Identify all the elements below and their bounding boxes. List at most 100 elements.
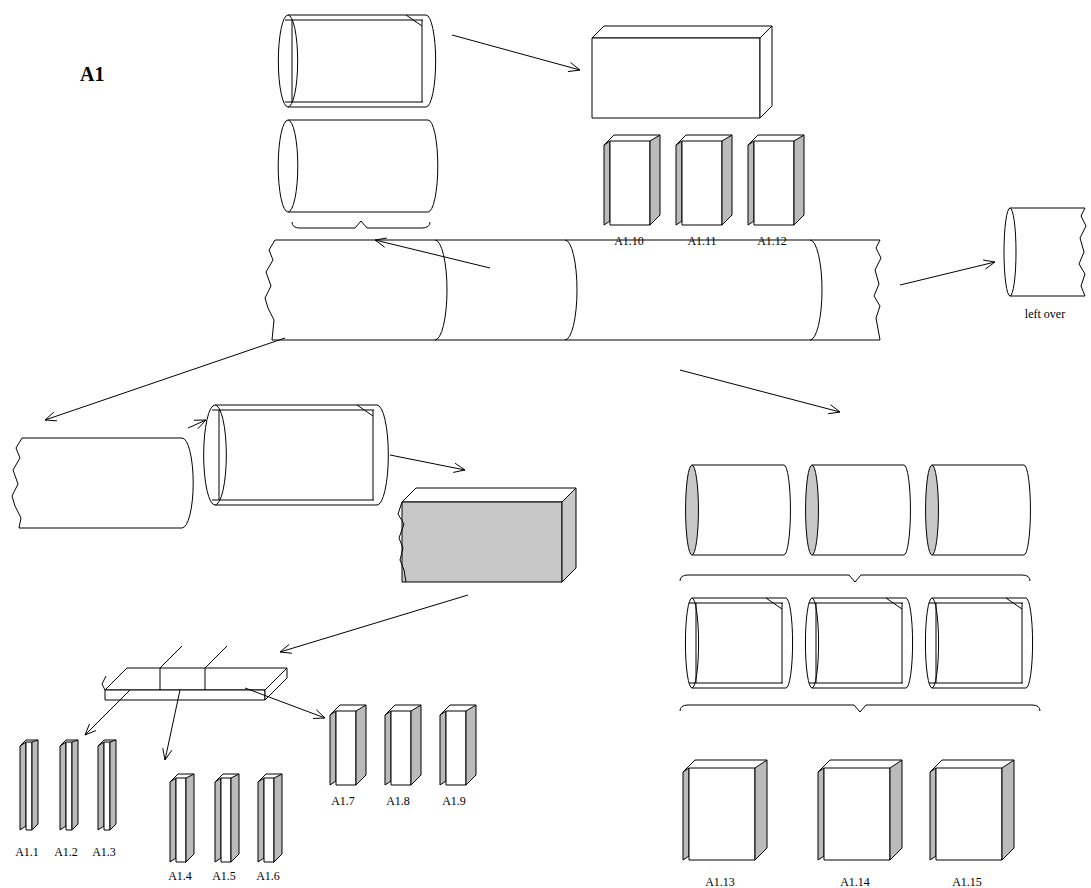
arrow-line (85, 690, 130, 735)
block-front (610, 141, 650, 225)
part-label: A1.15 (952, 876, 982, 888)
cylinder-face (1004, 208, 1016, 296)
cylinder-side (692, 465, 784, 555)
block-side (794, 135, 804, 225)
block-side (330, 711, 336, 785)
cut-line (357, 405, 373, 416)
cylinder-side (215, 405, 377, 505)
block-side (411, 705, 421, 785)
arrow-head (45, 412, 57, 421)
block-side (265, 668, 287, 700)
cylinder-side (692, 598, 786, 688)
arrow-line (390, 455, 465, 470)
block-side (562, 488, 576, 582)
block-front (26, 742, 32, 830)
part-label: A1.13 (705, 876, 735, 888)
cylinder-face (204, 405, 227, 505)
cylinder-end (904, 465, 910, 555)
arrow-head (828, 405, 840, 414)
bracket (292, 221, 430, 228)
arrow-head (85, 724, 96, 735)
rough-end (102, 676, 106, 690)
part-label: A1.1 (15, 846, 39, 858)
part-label: A1.6 (256, 870, 280, 882)
arrow-head (453, 463, 465, 472)
cut-line (219, 410, 373, 500)
cylinder-side (812, 465, 904, 555)
block-front (754, 141, 794, 225)
block-front (221, 778, 231, 862)
block-front (176, 778, 186, 862)
figure-title: A1 (80, 64, 104, 84)
cut-line (936, 603, 1022, 683)
arrow-line (245, 688, 325, 718)
block-front (592, 38, 760, 118)
block-side (1002, 760, 1014, 860)
cylinder-side (22, 438, 182, 528)
arrow-head (568, 63, 580, 72)
part-label: A1.9 (442, 795, 466, 807)
cylinder-face (278, 120, 298, 212)
block-top (402, 488, 576, 502)
block-front (682, 141, 722, 225)
cylinder-side (812, 598, 906, 688)
block-front (936, 768, 1002, 860)
cut-line (285, 20, 423, 102)
block-top (592, 26, 772, 38)
cylinder-end (906, 598, 913, 688)
arrow-head (280, 644, 292, 653)
block-side (98, 742, 104, 830)
cylinder-face (806, 465, 819, 555)
arrow-head (194, 420, 206, 429)
cylinder-end (786, 598, 793, 688)
cylinder-face (805, 598, 818, 688)
arrow-line (452, 35, 580, 70)
block-side (20, 742, 26, 830)
cut-line (816, 603, 902, 683)
cut-line (406, 15, 422, 26)
block-side (818, 768, 824, 860)
cut-line (292, 20, 422, 102)
part-note: left over (1025, 308, 1065, 320)
block-side (755, 760, 767, 860)
part-label: A1.2 (54, 846, 78, 858)
block-side (760, 26, 772, 118)
arrow-head (313, 710, 325, 719)
block-side (440, 711, 446, 785)
cylinder-end (784, 465, 790, 555)
part-label: A1.14 (840, 876, 870, 888)
block-side (72, 740, 78, 830)
block-front (66, 742, 72, 830)
cut-mark (810, 240, 822, 340)
arrow-line (680, 370, 840, 412)
block-side (356, 705, 366, 785)
cylinder-end (426, 15, 436, 107)
block-side (32, 740, 38, 830)
block-side (170, 778, 176, 862)
block-front (264, 778, 274, 862)
block-side (650, 135, 660, 225)
block-side (748, 141, 754, 225)
cylinder-side (932, 465, 1024, 555)
arrow-head (163, 748, 172, 760)
block-front (824, 768, 890, 860)
bracket (680, 705, 1040, 712)
block-side (231, 774, 239, 862)
block-side (466, 705, 476, 785)
arrow-line (165, 690, 180, 760)
block-side (676, 141, 682, 225)
block-side (186, 774, 194, 862)
arrow-line (45, 338, 285, 420)
cut-mark (565, 240, 577, 340)
cylinder-side (288, 15, 426, 107)
block-front (336, 711, 356, 785)
part-label: A1.11 (687, 235, 716, 247)
cylinder-side (288, 120, 428, 212)
arrow-line (900, 262, 995, 285)
cut-line (689, 603, 783, 683)
rough-end (398, 502, 406, 582)
cylinder-end (1026, 598, 1033, 688)
block-side (258, 778, 264, 862)
